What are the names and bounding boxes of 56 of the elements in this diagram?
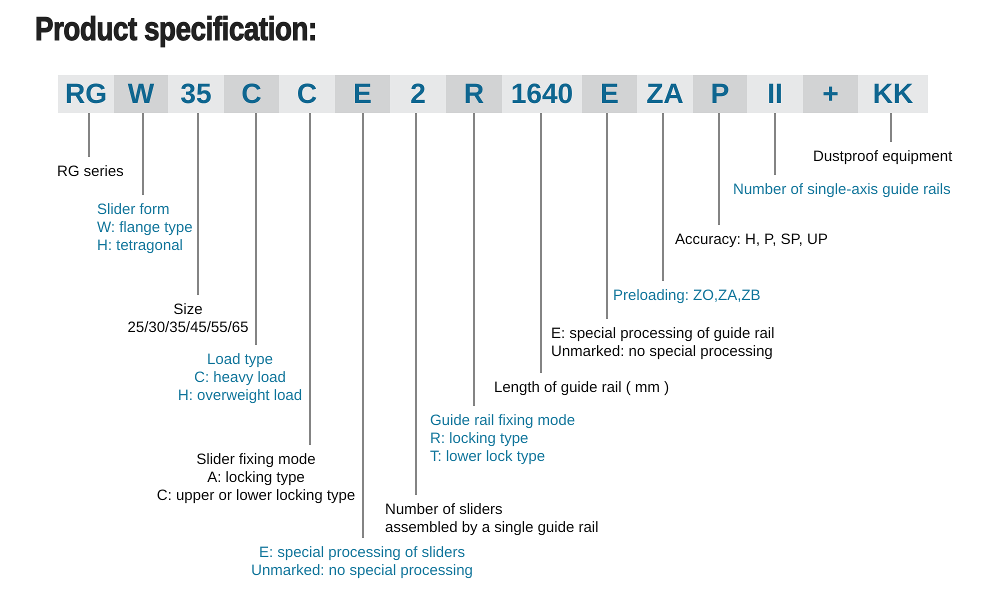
description-heading: Slider fixing mode bbox=[196, 451, 316, 469]
code-segment: + bbox=[803, 75, 858, 113]
code-segment: KK bbox=[858, 75, 928, 113]
code-segment: W bbox=[114, 75, 168, 113]
description-text: Unmarked: no special processing bbox=[551, 343, 773, 361]
description-text: Preloading: ZO,ZA,ZB bbox=[613, 287, 761, 305]
code-segment: II bbox=[747, 75, 803, 113]
description-heading: E: special processing of sliders bbox=[259, 544, 465, 562]
code-segment: P bbox=[693, 75, 747, 113]
description-text: C: heavy load bbox=[194, 369, 286, 387]
description-heading: Guide rail fixing mode bbox=[430, 412, 576, 430]
description-text: H: tetragonal bbox=[97, 237, 183, 255]
leader-line bbox=[890, 113, 892, 142]
code-segment: 2 bbox=[390, 75, 446, 113]
leader-line bbox=[255, 113, 257, 345]
description-heading: Slider form bbox=[97, 201, 170, 219]
description-heading: Number of sliders bbox=[385, 501, 503, 519]
leader-line bbox=[606, 113, 608, 319]
description-text: RG series bbox=[57, 163, 124, 181]
leader-line bbox=[309, 113, 311, 445]
description-text: T: lower lock type bbox=[430, 448, 546, 466]
leader-line bbox=[662, 113, 664, 281]
leader-line bbox=[362, 113, 364, 538]
description-text: A: locking type bbox=[207, 469, 305, 487]
leader-line bbox=[142, 113, 144, 195]
code-segment: 1640 bbox=[502, 75, 582, 113]
page-title: Product specification: bbox=[35, 10, 317, 48]
leader-line bbox=[540, 113, 542, 373]
description-text: Accuracy: H, P, SP, UP bbox=[675, 231, 828, 249]
code-segment: 35 bbox=[168, 75, 224, 113]
description-heading: Size bbox=[173, 301, 203, 319]
code-segment: R bbox=[446, 75, 502, 113]
description-heading: E: special processing of guide rail bbox=[551, 325, 774, 343]
code-segment: RG bbox=[58, 75, 114, 113]
code-segment: C bbox=[224, 75, 279, 113]
leader-line bbox=[197, 113, 199, 295]
description-text: 25/30/35/45/55/65 bbox=[128, 319, 248, 337]
description-text: assembled by a single guide rail bbox=[385, 519, 598, 537]
description-text: Length of guide rail ( mm ) bbox=[494, 379, 670, 397]
description-text: W: flange type bbox=[97, 219, 193, 237]
description-text: Number of single-axis guide rails bbox=[733, 181, 951, 199]
description-heading: Load type bbox=[207, 351, 273, 369]
leader-line bbox=[88, 113, 90, 157]
code-segment: C bbox=[279, 75, 335, 113]
description-text: H: overweight load bbox=[178, 387, 302, 405]
code-segment: E bbox=[335, 75, 390, 113]
leader-line bbox=[718, 113, 720, 225]
description-text: Dustproof equipment bbox=[813, 148, 952, 166]
leader-line bbox=[473, 113, 475, 406]
leader-line bbox=[415, 113, 417, 495]
leader-line bbox=[774, 113, 776, 175]
code-segment: E bbox=[582, 75, 637, 113]
code-segment: ZA bbox=[637, 75, 693, 113]
description-text: R: locking type bbox=[430, 430, 528, 448]
description-text: C: upper or lower locking type bbox=[156, 487, 356, 505]
description-text: Unmarked: no special processing bbox=[251, 562, 473, 580]
